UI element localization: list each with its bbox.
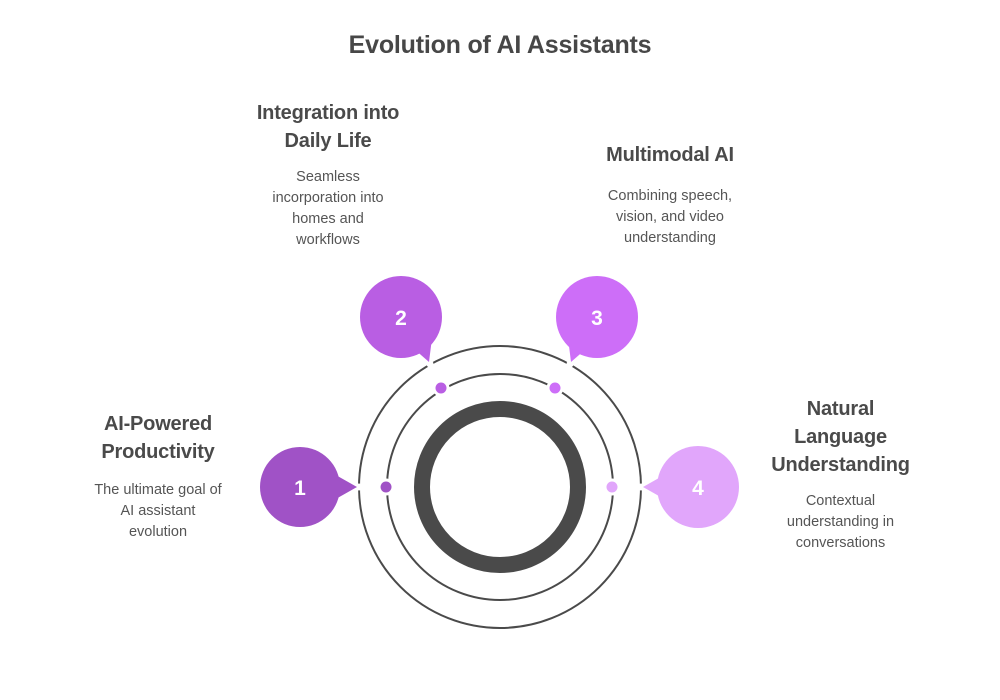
step-3-bubble-circle bbox=[556, 276, 638, 358]
tip-gap-2 bbox=[426, 360, 434, 368]
step-4-number: 4 bbox=[692, 477, 704, 500]
step-2-description-line: homes and bbox=[292, 211, 364, 227]
step-2-heading: Integration into Daily Life bbox=[233, 99, 423, 155]
step-2-heading-line: Integration into bbox=[256, 102, 400, 124]
step-1-description: The ultimate goal of AI assistant evolut… bbox=[68, 480, 248, 543]
step-2-bubble-circle bbox=[360, 276, 442, 358]
step-2-heading-line: Daily Life bbox=[284, 130, 372, 152]
step-2-description-line: workflows bbox=[296, 232, 360, 248]
tip-gap-3 bbox=[566, 360, 574, 368]
step-1-heading: AI-Powered Productivity bbox=[68, 410, 248, 466]
step-3-description-line: vision, and video bbox=[615, 209, 724, 225]
step-4-description-line: conversations bbox=[795, 535, 886, 551]
step-3-number: 3 bbox=[591, 307, 603, 330]
step-4-heading: Natural Language Understanding bbox=[748, 395, 933, 479]
step-3-description: Combining speech, vision, and video unde… bbox=[570, 186, 770, 249]
step-1-description-line: AI assistant bbox=[120, 503, 196, 519]
step-4-label: Natural Language Understanding Contextua… bbox=[748, 395, 933, 554]
step-4-bubble-circle bbox=[657, 446, 739, 528]
step-1-description-line: evolution bbox=[128, 524, 188, 540]
step-2-bubble: 2 bbox=[360, 276, 442, 362]
step-1-bubble-circle bbox=[260, 447, 340, 527]
tip-gap-4 bbox=[637, 483, 645, 491]
step-3-label: Multimodal AI Combining speech, vision, … bbox=[570, 141, 770, 249]
step-3-bubble: 3 bbox=[556, 276, 638, 362]
step-1-heading-line: AI-Powered bbox=[103, 413, 213, 435]
step-2-label: Integration into Daily Life Seamless inc… bbox=[233, 99, 423, 251]
step-3-dot bbox=[549, 382, 561, 394]
step-1-bubble: 1 bbox=[260, 447, 357, 527]
step-4-dot bbox=[606, 481, 618, 493]
step-4-description: Contextual understanding in conversation… bbox=[748, 491, 933, 554]
step-2-description-line: Seamless bbox=[296, 169, 360, 185]
step-1-heading-line: Productivity bbox=[101, 441, 215, 463]
step-4-heading-line: Understanding bbox=[771, 454, 910, 476]
core-ring bbox=[414, 401, 586, 573]
step-4-description-line: Contextual bbox=[805, 493, 876, 509]
step-4-description-line: understanding in bbox=[786, 514, 895, 530]
step-2-description: Seamless incorporation into homes and wo… bbox=[233, 167, 423, 251]
step-1-description-line: The ultimate goal of bbox=[94, 482, 222, 498]
diagram-title: Evolution of AI Assistants bbox=[348, 31, 652, 59]
step-1-bubble-pointer bbox=[334, 474, 357, 500]
step-4-bubble: 4 bbox=[643, 446, 739, 528]
outer-ring bbox=[358, 345, 642, 629]
step-4-heading-line: Natural bbox=[806, 398, 875, 420]
step-3-description-line: understanding bbox=[624, 230, 716, 246]
step-1-number: 1 bbox=[294, 477, 306, 500]
step-2-description-line: incorporation into bbox=[272, 190, 384, 206]
step-1-dot bbox=[380, 481, 392, 493]
step-3-description-line: Combining speech, bbox=[607, 188, 733, 204]
step-1-label: AI-Powered Productivity The ultimate goa… bbox=[68, 410, 248, 543]
step-3-heading-line: Multimodal AI bbox=[606, 144, 734, 166]
tip-gap-1 bbox=[355, 483, 363, 491]
step-2-dot bbox=[435, 382, 447, 394]
step-2-number: 2 bbox=[395, 307, 407, 330]
step-4-heading-line: Language bbox=[794, 426, 887, 448]
step-3-heading: Multimodal AI bbox=[570, 141, 770, 169]
